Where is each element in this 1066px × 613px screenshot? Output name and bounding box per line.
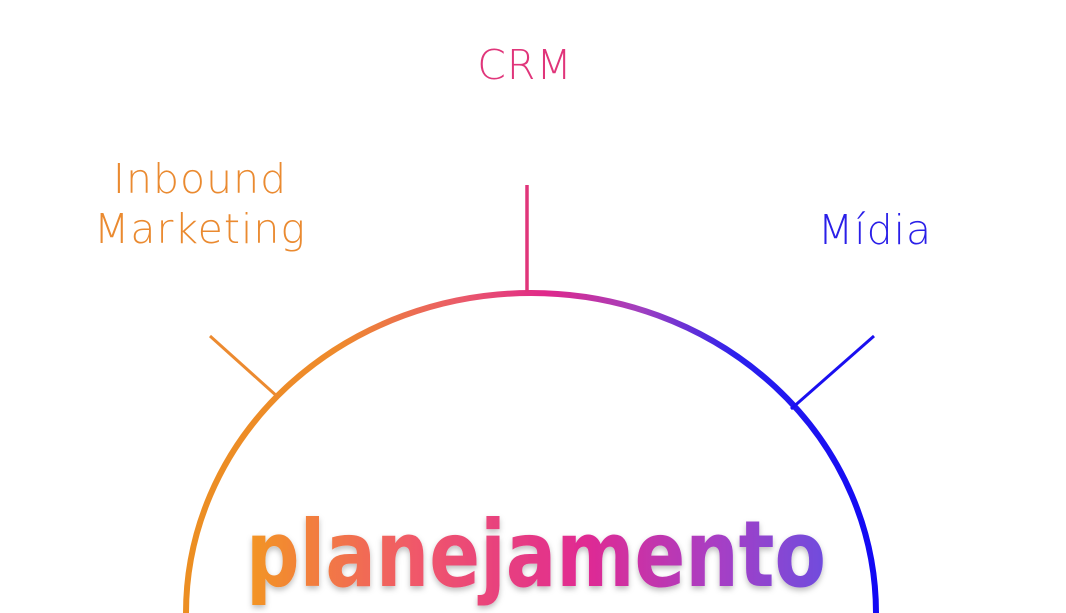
node-label-midia: Mídia (817, 206, 933, 254)
connector-midia (790, 334, 875, 411)
logo-text: planejamento (246, 508, 826, 608)
node-label-line: Marketing (94, 205, 306, 253)
connector-inbound (208, 334, 281, 400)
planejamento-logo: planejamento (246, 508, 826, 608)
node-label-crm: CRM (477, 41, 573, 89)
node-label-line: Inbound (112, 155, 288, 203)
semi-circle-arc (183, 290, 879, 613)
node-label-inbound-marketing: Inbound Marketing (60, 154, 340, 254)
